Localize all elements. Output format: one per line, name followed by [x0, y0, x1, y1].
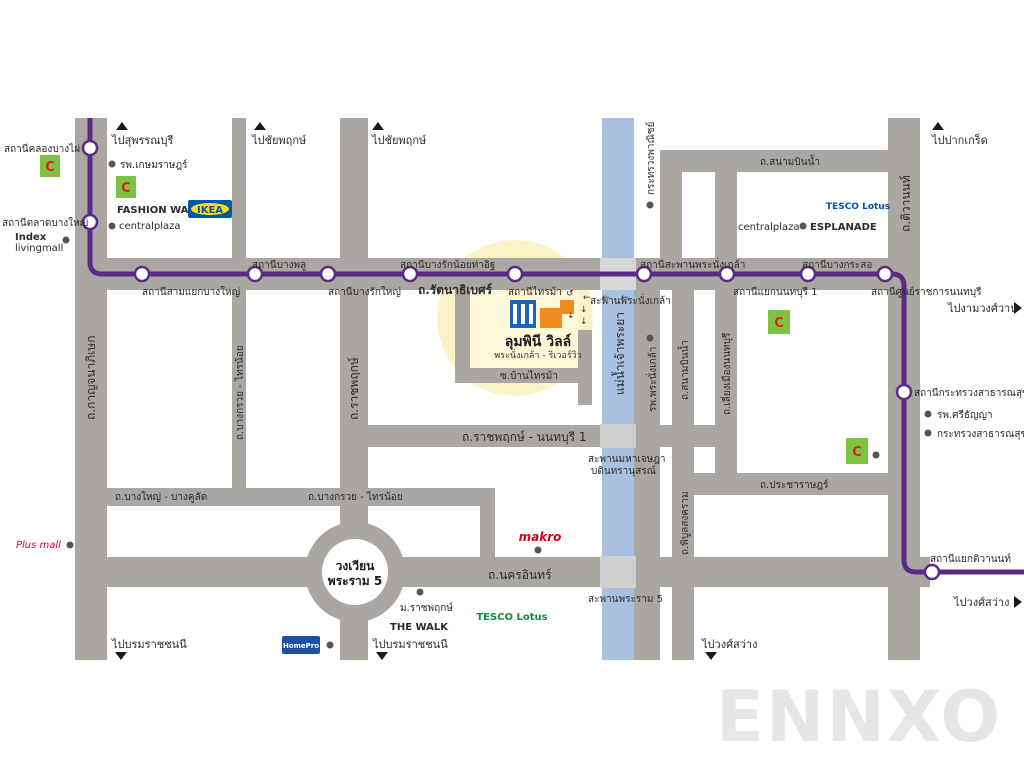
- svg-text:TESCO Lotus: TESCO Lotus: [476, 612, 547, 623]
- poi-index-living-1: Index: [15, 232, 47, 243]
- dir-suphanburi: ไปสุพรรณบุรี: [111, 134, 173, 147]
- road-ratchaphruek-nonthaburi1: ถ.ราชพฤกษ์ - นนทบุรี 1: [462, 430, 587, 445]
- road-bang-kruai-sai-noi: ถ.บางกรวย - ไทรน้อย: [308, 491, 403, 503]
- svg-text:C: C: [45, 160, 55, 175]
- dir-ngam-wong-wan: ไปงามวงศ์วาน: [947, 302, 1018, 315]
- svg-text:↓: ↓: [580, 317, 588, 327]
- station-talad-bang-yai: สถานีตลาดบางใหญ่: [2, 217, 88, 229]
- svg-text:C: C: [774, 316, 784, 331]
- chao-phraya-label: แม่น้ำเจ้าพระยา: [611, 312, 627, 395]
- svg-text:↺: ↺: [566, 289, 574, 299]
- bridge-phra-nang-klao: สะพานพระนั่งเกล้า: [590, 293, 671, 307]
- station-khlong-bang-phai: สถานีคลองบางไผ่: [4, 143, 80, 155]
- road-tiwanon: ถ.ติวานนท์: [899, 175, 913, 232]
- poi-m-ratchaphruek: ม.ราชพฤกษ์: [400, 602, 453, 614]
- roundabout-label-2: พระราม 5: [328, 574, 382, 588]
- svg-text:Plus mall: Plus mall: [16, 540, 61, 551]
- poi-index-living-2: livingmall: [15, 243, 63, 254]
- station-bang-rak-yai: สถานีบางรักใหญ่: [328, 286, 401, 298]
- project-name: ลุมพินี วิลล์: [505, 333, 572, 350]
- purple-line: [87, 118, 1024, 575]
- dir-chaiyaphruek-2: ไปชัยพฤกษ์: [371, 134, 427, 147]
- tesco-lotus-east: TESCO Lotus: [826, 202, 890, 212]
- big-c-logo-4: C: [846, 438, 868, 464]
- big-c-logo-2: C: [116, 176, 136, 198]
- station-phra-nang-klao: สถานีสะพานพระนั่งเกล้า: [640, 257, 745, 271]
- stations: [81, 139, 941, 581]
- svg-text:↓: ↓: [580, 305, 588, 315]
- station-nonthaburi-civic: สถานีศูนย์ราชการนนทบุรี: [871, 286, 982, 298]
- svg-text:←: ←: [602, 293, 610, 303]
- svg-text:HomePro: HomePro: [283, 642, 319, 650]
- project-logo-orange: [540, 308, 562, 328]
- project-subtitle: พระนั่งเกล้า - ริเวอร์วิว: [494, 348, 582, 361]
- svg-text:C: C: [121, 181, 131, 196]
- dir-pakkret: ไปปากเกร็ด: [931, 133, 988, 147]
- big-c-logo-3: C: [768, 310, 790, 334]
- road-ratchaphruek: ถ.ราชพฤกษ์: [347, 357, 361, 420]
- ministry-commerce-label: กระทรวงพาณิชย์: [645, 122, 657, 195]
- makro-logo: makro: [519, 530, 562, 544]
- svg-text:C: C: [852, 445, 862, 460]
- roundabout-center: [322, 539, 388, 605]
- tesco-lotus-south: TESCO Lotus: [476, 612, 547, 623]
- dir-chaiyaphruek-1: ไปชัยพฤกษ์: [251, 134, 307, 147]
- station-bang-krasor: สถานีบางกระสอ: [802, 259, 872, 271]
- road-nakhon-in: ถ.นครอินทร์: [488, 568, 552, 582]
- poi-central-plaza-west: centralplaza: [119, 221, 181, 232]
- homepro-logo: HomePro: [282, 636, 320, 654]
- watermark: ENNXO: [716, 676, 1002, 758]
- station-bang-rak-noi: สถานีบางรักน้อยท่าอิฐ: [400, 259, 495, 271]
- poi-dots: [62, 160, 932, 649]
- road-prachanaruk: ถ.ประชาราษฎร์: [760, 479, 829, 491]
- svg-text:←: ←: [621, 293, 629, 303]
- plus-mall-logo: Plus mall: [16, 540, 61, 551]
- dir-wong-sawang-bottom: ไปวงศ์สว่าง: [701, 638, 757, 651]
- big-c-logo-1: C: [40, 155, 60, 177]
- ikea-logo: IKEA: [188, 200, 232, 218]
- station-sam-yaek-bang-yai: สถานีสามแยกบางใหญ่: [142, 286, 240, 298]
- station-yaek-nonthaburi1: สถานีแยกนนทบุรี 1: [733, 286, 818, 298]
- svg-text:←: ←: [583, 293, 591, 303]
- poi-ministry-public-health: กระทรวงสาธารณสุข: [937, 429, 1024, 440]
- svg-text:TESCO Lotus: TESCO Lotus: [826, 202, 890, 212]
- road-soi-bang-phai: ซ.บ้านไทรม้า: [500, 370, 558, 382]
- dir-bangbuathong-1: ไปบรมราชชนนี: [111, 638, 187, 651]
- dir-bangbuathong-2: ไปบรมราชชนนี: [372, 638, 448, 651]
- road-phibun-songkhram: ถ.พิบูลสงคราม: [680, 491, 691, 555]
- direction-arrows: [115, 122, 1022, 660]
- poi-srithanya: รพ.ศรีธัญญา: [937, 409, 993, 421]
- bridge-maha-chetsadabodin-2: บดินทรานุสรณ์: [591, 465, 656, 477]
- station-ministry-health: สถานีกระทรวงสาธารณสุข: [914, 387, 1024, 399]
- road-sanam-bin-nam-v: ถ.สนามบินน้ำ: [677, 340, 691, 400]
- poi-esplanade: ESPLANADE: [810, 222, 877, 233]
- station-yaek-tiwanon: สถานีแยกติวานนท์: [930, 553, 1011, 565]
- roads: [75, 118, 930, 660]
- road-ratanathibet: ถ.รัตนาธิเบศร์: [418, 283, 493, 297]
- svg-text:↓: ↓: [567, 311, 575, 321]
- poi-fashion-walk: FASHION WALK: [117, 205, 204, 216]
- road-liang-mueang: ถ.เลี่ยงเมืองนนทบุรี: [719, 332, 733, 415]
- roundabout-label-1: วงเวียน: [336, 559, 375, 573]
- road-kanchanaphisek: ถ.กาญจนาภิเษก: [84, 336, 98, 420]
- road-bang-yai-bang-khu-wat: ถ.บางใหญ่ - บางคูลัด: [115, 491, 207, 503]
- road-sanam-bin-nam: ถ.สนามบินน้ำ: [760, 154, 820, 168]
- svg-text:IKEA: IKEA: [197, 205, 223, 216]
- road-bang-kruai-sai-noi-v: ถ.บางกรวย - ไทรน้อย: [234, 345, 246, 440]
- station-sai-ma: สถานีไทรม้า: [508, 286, 562, 298]
- svg-text:makro: makro: [519, 530, 562, 544]
- poi-the-walk: THE WALK: [390, 622, 449, 633]
- project-site: ลุมพินี วิลล์ พระนั่งเกล้า - ริเวอร์วิว: [470, 292, 582, 368]
- bridge-rama5: สะพานพระราม 5: [588, 594, 663, 605]
- poi-central-plaza-east: centralplaza: [738, 222, 800, 233]
- dir-wong-sawang-right: ไปวงศ์สว่าง: [953, 596, 1009, 609]
- poi-kasemrad: รพ.เกษมราษฎร์: [120, 159, 188, 171]
- road-phra-nang-klao: รพ.พระนั่งเกล้า: [645, 347, 659, 412]
- station-bang-phlu: สถานีบางพลู: [252, 259, 306, 271]
- bridge-maha-chetsadabodin-1: สะพานมหาเจษฎา: [588, 454, 666, 465]
